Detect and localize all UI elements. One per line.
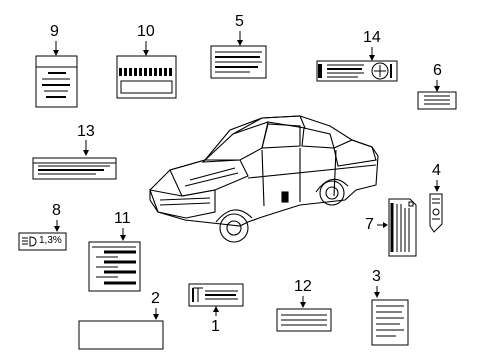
label-8 (18, 220, 67, 251)
callout-2: 2 (151, 290, 160, 307)
callout-4: 4 (432, 162, 441, 179)
label-1 (188, 283, 244, 316)
callout-5: 5 (235, 13, 244, 30)
label-8-text: 1,3% (39, 235, 62, 246)
label-5 (210, 31, 267, 79)
label-13 (32, 140, 117, 180)
label-10 (116, 41, 177, 99)
callout-9: 9 (50, 23, 59, 40)
label-2 (78, 308, 164, 350)
label-12 (276, 296, 332, 332)
callout-3: 3 (372, 268, 381, 285)
callout-10: 10 (137, 23, 155, 40)
callout-14: 14 (363, 29, 381, 46)
callout-1: 1 (211, 318, 220, 335)
label-11 (88, 228, 141, 292)
callout-11: 11 (114, 210, 131, 227)
label-6 (417, 80, 457, 110)
label-9 (35, 41, 78, 108)
truck-illustration (149, 115, 379, 243)
callout-13: 13 (77, 123, 95, 140)
callout-12: 12 (294, 278, 312, 295)
label-3 (371, 286, 409, 346)
label-7 (377, 198, 417, 257)
callout-6: 6 (433, 62, 442, 79)
callout-8: 8 (52, 202, 61, 219)
label-14 (316, 47, 398, 82)
label-4 (429, 180, 443, 233)
callout-7: 7 (365, 216, 374, 233)
